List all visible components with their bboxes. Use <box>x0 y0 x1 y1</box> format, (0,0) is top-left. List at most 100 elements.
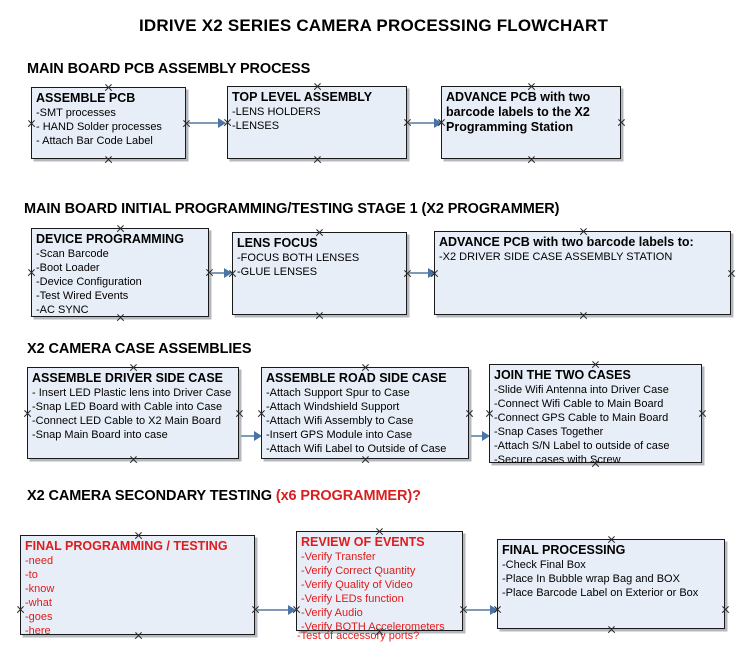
connector-arrowhead <box>490 605 498 615</box>
box-line: -Test Wired Events <box>36 290 129 302</box>
box-line: - Attach Bar Code Label <box>36 135 153 147</box>
box-assemble-road-side-case[interactable]: ASSEMBLE ROAD SIDE CASE -Attach Support … <box>261 367 469 459</box>
connector-line <box>471 435 485 437</box>
box-line: -know <box>25 583 55 595</box>
connector-line <box>409 272 431 274</box>
box-title: FINAL PROCESSING <box>502 543 626 557</box>
box-line: -Snap LED Board with Cable into Case <box>32 401 223 413</box>
connector-arrowhead <box>434 118 442 128</box>
section-header-text: X2 CAMERA SECONDARY TESTING <box>27 488 276 504</box>
section-header-accent: (x6 PROGRAMMER)? <box>275 488 421 504</box>
box-line: -LENS HOLDERS <box>232 106 321 118</box>
box-advance-pcb-to-driver-side-case-station[interactable]: ADVANCE PCB with two barcode labels to: … <box>434 231 731 315</box>
connector-line <box>241 435 257 437</box>
connector-arrowhead <box>288 605 296 615</box>
box-line: - HAND Solder processes <box>36 121 162 133</box>
box-content: JOIN THE TWO CASES -Slide Wifi Antenna i… <box>490 365 701 467</box>
box-line: -need <box>25 555 54 567</box>
box-content: DEVICE PROGRAMMING -Scan Barcode -Boot L… <box>32 229 208 317</box>
box-assemble-pcb[interactable]: ASSEMBLE PCB -SMT processes - HAND Solde… <box>31 87 186 159</box>
connector-line <box>409 122 437 124</box>
box-line: -Slide Wifi Antenna into Driver Case <box>494 384 669 396</box>
box-top-level-assembly[interactable]: TOP LEVEL ASSEMBLY -LENS HOLDERS -LENSES <box>227 86 407 159</box>
box-title: REVIEW OF EVENTS <box>301 535 425 549</box>
box-title: ASSEMBLE PCB <box>36 91 136 105</box>
box-line: -Verify Quality of Video <box>301 579 413 591</box>
box-line: -Verify LEDs function <box>301 593 404 605</box>
box-title: LENS FOCUS <box>237 236 318 250</box>
box-line: -Verify Transfer <box>301 551 376 563</box>
section-header-text: MAIN BOARD PCB ASSEMBLY PROCESS <box>27 61 311 77</box>
connector-arrowhead <box>428 268 436 278</box>
box-line: -Attach Wifi Label to Outside of Case <box>266 443 447 455</box>
page-title: IDRIVE X2 SERIES CAMERA PROCESSING FLOWC… <box>138 16 609 35</box>
box-line: -to <box>25 569 38 581</box>
box-line: -X2 DRIVER SIDE CASE ASSEMBLY STATION <box>439 251 673 263</box>
box-title: TOP LEVEL ASSEMBLY <box>232 90 373 104</box>
box-content: FINAL PROGRAMMING / TESTING -need -to -k… <box>21 536 254 638</box>
section-header-main-board-pcb-assembly: MAIN BOARD PCB ASSEMBLY PROCESS <box>27 61 310 77</box>
box-title: JOIN THE TWO CASES <box>494 368 631 382</box>
box-line: -FOCUS BOTH LENSES <box>237 252 360 264</box>
connector-arrowhead <box>224 268 232 278</box>
connector-arrowhead <box>218 118 226 128</box>
box-line: -Boot Loader <box>36 262 100 274</box>
section-header-main-board-initial-programming: MAIN BOARD INITIAL PROGRAMMING/TESTING S… <box>24 201 560 217</box>
box-title: FINAL PROGRAMMING / TESTING <box>25 539 228 553</box>
box-line: -goes <box>25 611 53 623</box>
box-content: FINAL PROCESSING -Check Final Box -Place… <box>498 540 724 600</box>
box-assemble-driver-side-case[interactable]: ASSEMBLE DRIVER SIDE CASE - Insert LED P… <box>27 367 239 459</box>
section-header-text: X2 CAMERA CASE ASSEMBLIES <box>27 341 252 357</box>
box-line: -Secure cases with Screw <box>494 454 621 466</box>
box-line: -Attach Windshield Support <box>266 401 400 413</box>
box-final-programming-testing[interactable]: FINAL PROGRAMMING / TESTING -need -to -k… <box>20 535 255 638</box>
box-title: ADVANCE PCB with two barcode labels to: <box>439 235 694 249</box>
box-line: -Connect Wifi Cable to Main Board <box>494 398 664 410</box>
box-content: TOP LEVEL ASSEMBLY -LENS HOLDERS -LENSES <box>228 87 406 133</box>
box-review-of-events[interactable]: REVIEW OF EVENTS -Verify Transfer -Verif… <box>296 531 463 634</box>
box-line: -Check Final Box <box>502 559 586 571</box>
box-device-programming[interactable]: DEVICE PROGRAMMING -Scan Barcode -Boot L… <box>31 228 209 317</box>
box-line: -Insert GPS Module into Case <box>266 429 413 441</box>
box-content: ADVANCE PCB with two barcode labels to t… <box>442 87 620 135</box>
box-line: -Device Configuration <box>36 276 142 288</box>
connector-line <box>465 609 493 611</box>
section-header-text: MAIN BOARD INITIAL PROGRAMMING/TESTING S… <box>24 201 560 217</box>
section-header-x2-camera-case-assemblies: X2 CAMERA CASE ASSEMBLIES <box>27 341 252 357</box>
box-line: -what <box>25 597 52 609</box>
box-line: -LENSES <box>232 120 280 132</box>
box-title: ADVANCE PCB with two barcode labels to t… <box>446 90 591 134</box>
box-line: -Verify Audio <box>301 607 363 619</box>
box-line: -SMT processes <box>36 107 116 119</box>
connector-line <box>188 122 220 124</box>
box-title: DEVICE PROGRAMMING <box>36 232 184 246</box>
section-header-x2-camera-secondary-testing: X2 CAMERA SECONDARY TESTING (x6 PROGRAMM… <box>27 488 421 504</box>
box-content: REVIEW OF EVENTS -Verify Transfer -Verif… <box>297 532 462 634</box>
box-line: -GLUE LENSES <box>237 266 318 278</box>
box-line: -Snap Cases Together <box>494 426 604 438</box>
box-line: -Verify BOTH Accelerometers <box>301 621 445 633</box>
box-content: ASSEMBLE PCB -SMT processes - HAND Solde… <box>32 88 185 148</box>
box-line: -Place In Bubble wrap Bag and BOX <box>502 573 680 585</box>
box-line: -AC SYNC <box>36 304 89 316</box>
box-content: ASSEMBLE DRIVER SIDE CASE - Insert LED P… <box>28 368 238 442</box>
box-line: -Connect LED Cable to X2 Main Board <box>32 415 221 427</box>
box-content: ADVANCE PCB with two barcode labels to: … <box>435 232 730 264</box>
box-final-processing[interactable]: FINAL PROCESSING -Check Final Box -Place… <box>497 539 725 629</box>
box-line: -here <box>25 625 51 637</box>
box-line: -Connect GPS Cable to Main Board <box>494 412 669 424</box>
connector-arrowhead <box>254 431 262 441</box>
connector-arrowhead <box>482 431 490 441</box>
box-join-the-two-cases[interactable]: JOIN THE TWO CASES -Slide Wifi Antenna i… <box>489 364 702 466</box>
box-advance-pcb-to-x2-programming-station[interactable]: ADVANCE PCB with two barcode labels to t… <box>441 86 621 159</box>
connector-line <box>257 609 291 611</box>
box-title: ASSEMBLE ROAD SIDE CASE <box>266 371 447 385</box>
box-line: -Attach Support Spur to Case <box>266 387 410 399</box>
box-line: -Attach Wifi Assembly to Case <box>266 415 414 427</box>
box-lens-focus[interactable]: LENS FOCUS -FOCUS BOTH LENSES -GLUE LENS… <box>232 232 407 315</box>
box-content: LENS FOCUS -FOCUS BOTH LENSES -GLUE LENS… <box>233 233 406 279</box>
box-line: - Insert LED Plastic lens into Driver Ca… <box>32 387 232 399</box>
box-line: -Snap Main Board into case <box>32 429 168 441</box>
box-line: -Scan Barcode <box>36 248 109 260</box>
box-line: -Verify Correct Quantity <box>301 565 416 577</box>
